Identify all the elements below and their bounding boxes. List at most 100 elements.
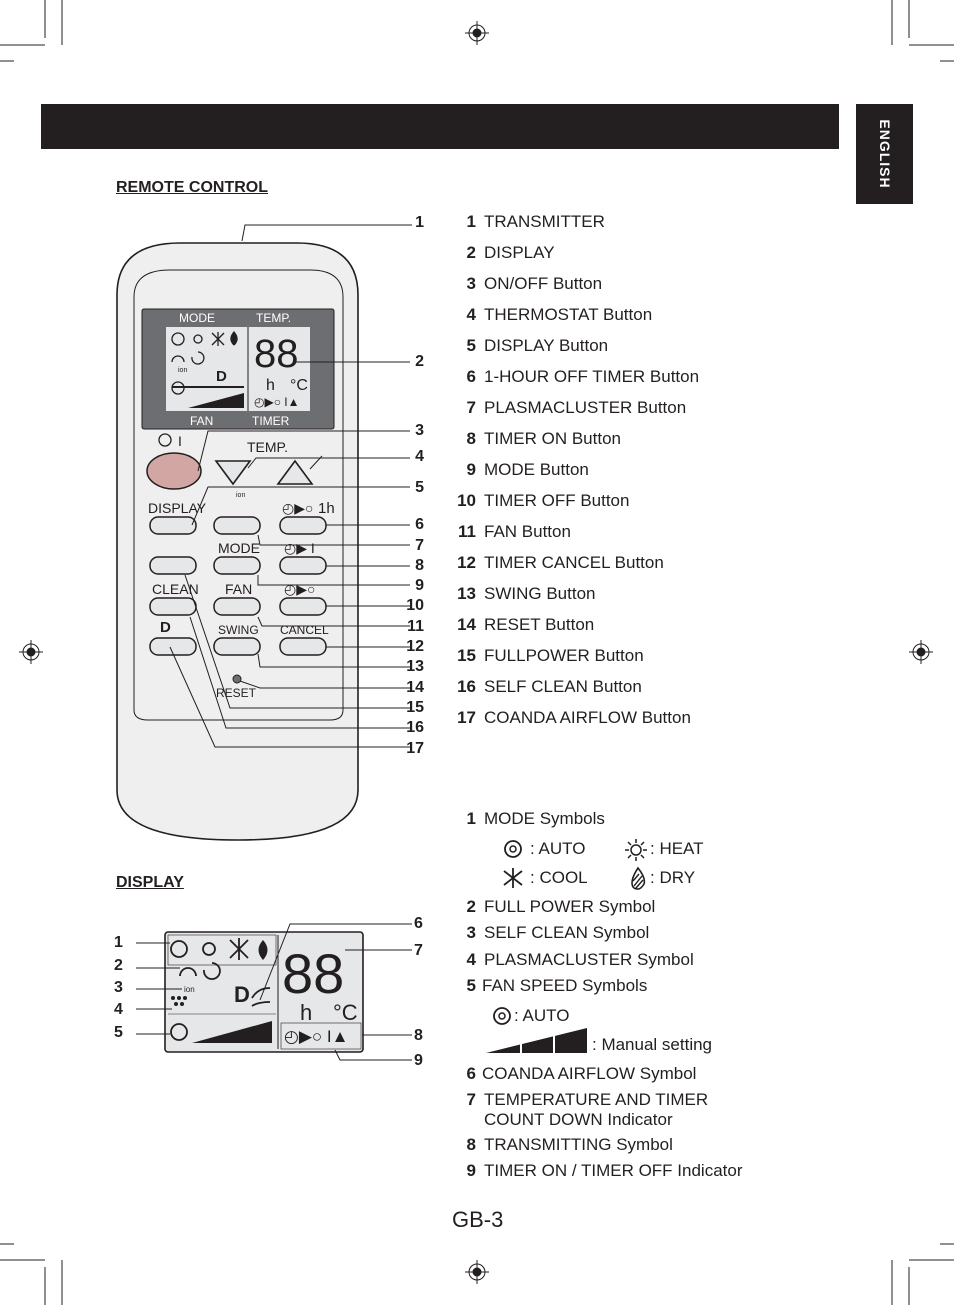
callout-number: 5 <box>415 479 424 496</box>
timer-on-button[interactable] <box>279 556 327 575</box>
timer-cancel-button[interactable] <box>279 637 327 656</box>
mode-auto-legend: : AUTO <box>530 839 586 858</box>
callout-number: 15 <box>406 699 424 716</box>
callout-number: 7 <box>414 942 423 959</box>
cool-mode-icon <box>503 868 523 888</box>
one-hour-off-timer-button[interactable] <box>279 516 327 535</box>
swing-button[interactable] <box>213 637 261 656</box>
remote-control-illustration: MODE TEMP. ion D 88 h °C ◴▶○ I▲ FAN TIME… <box>116 224 412 841</box>
one-hour-label: 1h <box>318 500 335 517</box>
callout-number: 4 <box>114 1001 123 1018</box>
svg-text:D: D <box>234 982 250 1007</box>
display-leader-lines <box>136 923 412 1061</box>
svg-text:88: 88 <box>282 942 344 1005</box>
coanda-airflow-button[interactable] <box>149 637 197 656</box>
plasmacluster-button[interactable] <box>213 516 261 535</box>
clean-btn-label: CLEAN <box>152 581 199 597</box>
callout-number: 4 <box>415 448 424 465</box>
callout-number: 1 <box>114 934 123 951</box>
svg-text:D: D <box>216 368 227 385</box>
display-illustration: ion D 88 h °C ◴▶○ I▲ <box>136 923 412 1061</box>
callout-leader-lines <box>169 224 412 748</box>
header-bar <box>41 104 839 149</box>
callout-number: 9 <box>415 577 424 594</box>
callout-number: 7 <box>415 537 424 554</box>
lcd-h: h <box>266 377 275 394</box>
callout-number: 14 <box>406 679 424 696</box>
heat-mode-icon <box>625 839 647 861</box>
lcd-temp-label: TEMP. <box>256 311 291 325</box>
callout-number: 5 <box>114 1024 123 1041</box>
mode-btn-label: MODE <box>218 540 260 556</box>
callout-number: 16 <box>406 719 424 736</box>
language-tab: ENGLISH <box>856 104 913 204</box>
display-ion: ion <box>184 985 195 994</box>
onoff-symbol: I <box>178 433 182 449</box>
swing-btn-label: SWING <box>218 623 259 637</box>
display-deg: °C <box>333 1000 358 1025</box>
callout-number: 8 <box>414 1027 423 1044</box>
lcd-deg: °C <box>290 377 308 394</box>
callout-number: 13 <box>406 658 424 675</box>
callout-number: 9 <box>414 1052 423 1069</box>
mode-cool-legend: : COOL <box>530 868 588 887</box>
svg-text:◴▶○ I▲: ◴▶○ I▲ <box>254 395 300 409</box>
self-clean-button[interactable] <box>149 597 197 616</box>
mode-dry-legend: : DRY <box>650 868 696 887</box>
reset-label: RESET <box>216 686 257 700</box>
svg-text:◴▶ I: ◴▶ I <box>284 540 315 556</box>
cancel-btn-label: CANCEL <box>280 623 329 637</box>
lcd-timer-label: TIMER <box>252 414 290 428</box>
mode-heat-legend: : HEAT <box>650 839 704 858</box>
mode-button[interactable] <box>213 556 261 575</box>
callout-number: 2 <box>114 957 123 974</box>
callout-number: 3 <box>114 979 123 996</box>
svg-text:D: D <box>160 619 171 636</box>
callout-number: 6 <box>414 915 423 932</box>
callout-number: 10 <box>406 597 424 614</box>
callout-number: 2 <box>415 353 424 370</box>
svg-text:◴▶○: ◴▶○ <box>284 581 315 597</box>
callout-number: 1 <box>415 214 424 231</box>
onoff-button[interactable] <box>146 452 202 490</box>
callout-number: 17 <box>406 740 424 757</box>
dry-mode-icon <box>631 866 646 890</box>
lcd-mode-label: MODE <box>179 311 215 325</box>
svg-text:◴▶○ I▲: ◴▶○ I▲ <box>284 1027 348 1046</box>
display-lcd-frame <box>164 931 364 1053</box>
page-number: GB-3 <box>452 1207 504 1232</box>
temp-up-button[interactable] <box>276 459 314 485</box>
temp-down-button[interactable] <box>214 460 252 486</box>
fan-manual-bars-icon <box>486 1028 587 1054</box>
callout-number: 8 <box>415 557 424 574</box>
callout-number: 6 <box>415 516 424 533</box>
callout-number: 3 <box>415 422 424 439</box>
fan-auto-legend: : AUTO <box>514 1006 570 1025</box>
auto-mode-icon <box>504 840 522 858</box>
display-fan-bars <box>192 1021 272 1043</box>
fan-btn-label: FAN <box>225 581 252 597</box>
display-btn-label: DISPLAY <box>148 500 207 516</box>
registration-mark <box>19 21 933 1284</box>
lcd-fan-label: FAN <box>190 414 213 428</box>
temp-label: TEMP. <box>247 439 288 455</box>
lcd-fan-bars <box>188 393 244 408</box>
display-title: DISPLAY <box>116 874 184 891</box>
fan-auto-icon <box>493 1007 511 1025</box>
svg-text:◴▶○: ◴▶○ <box>282 500 313 516</box>
display-button[interactable] <box>149 516 197 535</box>
callout-number: 12 <box>406 638 424 655</box>
lcd-ion-label: ion <box>178 367 187 374</box>
fan-manual-legend: : Manual setting <box>592 1035 713 1054</box>
lcd-mode-icons <box>171 331 238 395</box>
fan-button[interactable] <box>213 597 261 616</box>
callout-number: 11 <box>407 618 424 635</box>
language-tab-label: ENGLISH <box>876 119 893 189</box>
fullpower-button[interactable] <box>149 556 197 575</box>
timer-off-button[interactable] <box>279 597 327 616</box>
svg-text:88: 88 <box>254 332 299 376</box>
reset-button[interactable] <box>232 674 242 684</box>
display-h: h <box>300 1000 312 1025</box>
remote-control-title: REMOTE CONTROL <box>116 179 268 196</box>
